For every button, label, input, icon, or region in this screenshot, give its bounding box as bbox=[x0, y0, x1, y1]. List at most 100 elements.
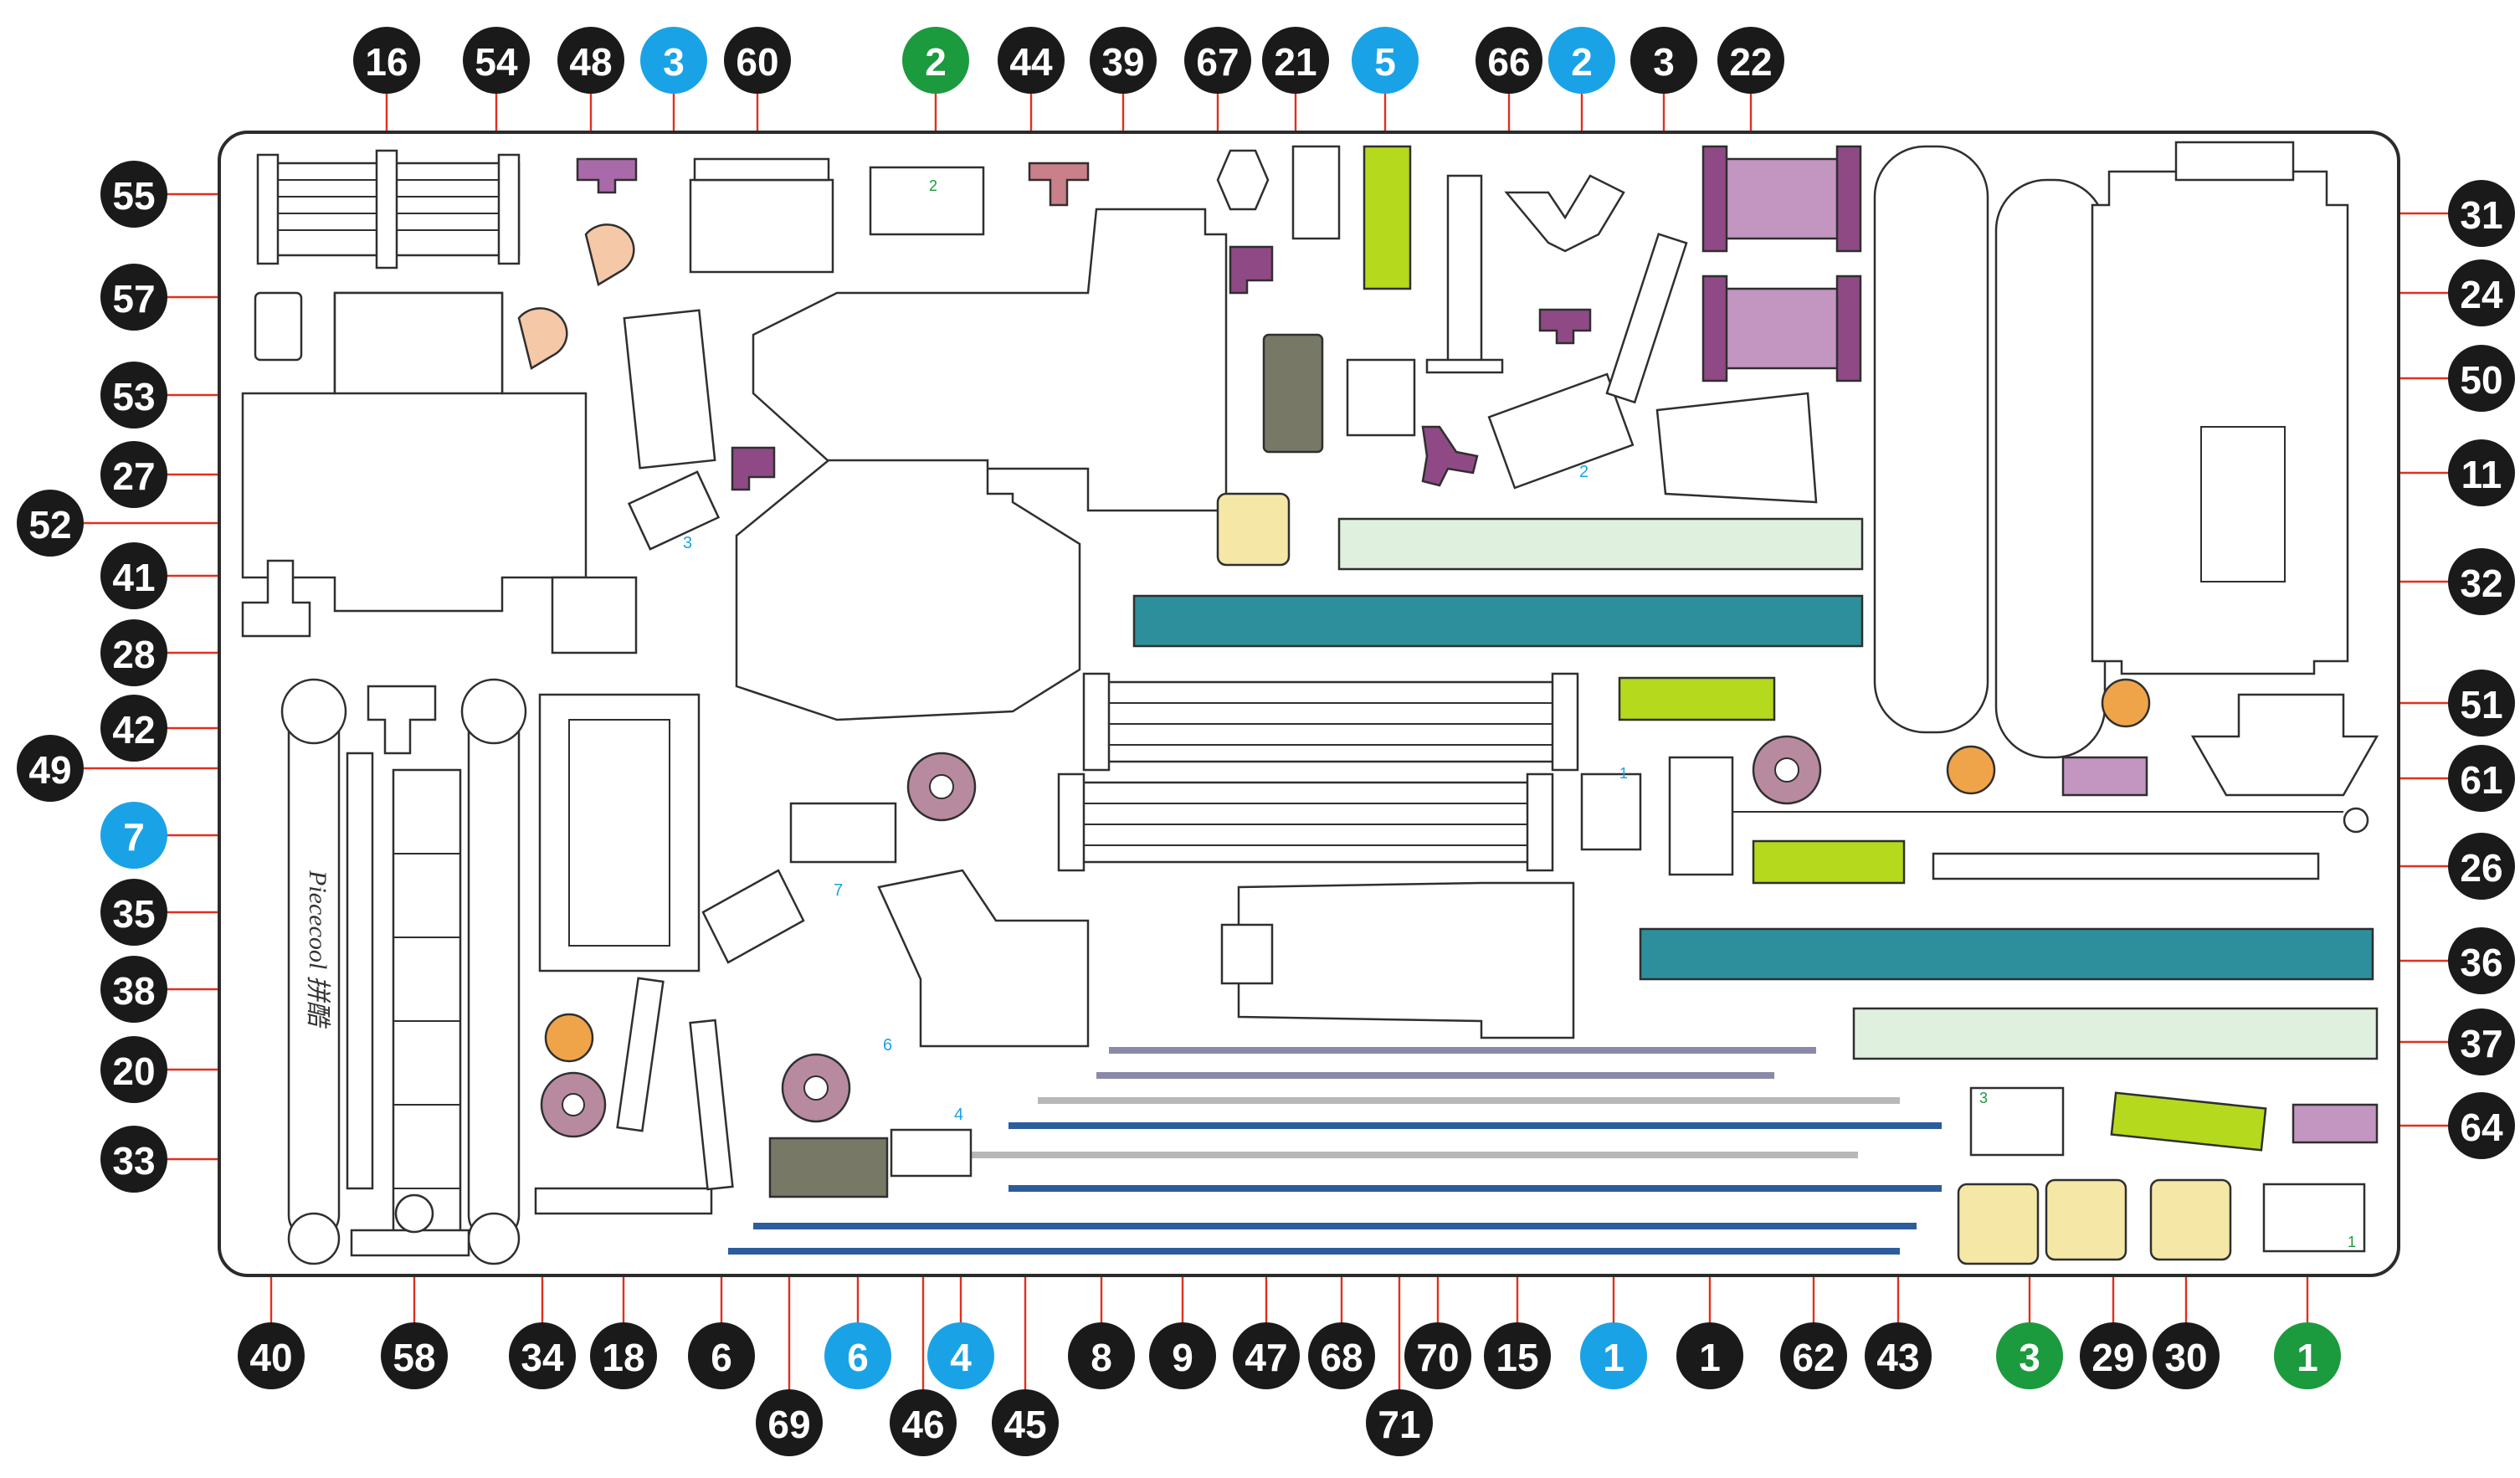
badge-circle bbox=[381, 1322, 448, 1389]
part-number-badge: 20 bbox=[100, 1036, 167, 1103]
part-number-badge: 57 bbox=[100, 264, 167, 331]
badge-number: 49 bbox=[28, 748, 71, 792]
part-52 bbox=[551, 576, 638, 654]
part-6-blade bbox=[689, 1019, 734, 1191]
badge-circle bbox=[1548, 27, 1615, 94]
part-cylinder-9 bbox=[1057, 772, 1554, 872]
part-number-badge: 47 bbox=[1233, 1322, 1300, 1389]
part-number-badge: 26 bbox=[2448, 833, 2515, 900]
part-number-badge: 71 bbox=[1366, 1389, 1433, 1456]
part-number-badge: 2 bbox=[902, 27, 969, 94]
badge-number: 71 bbox=[1378, 1403, 1420, 1446]
badge-circle bbox=[100, 362, 167, 429]
badge-number: 52 bbox=[28, 503, 71, 547]
badge-circle bbox=[756, 1389, 823, 1456]
badge-number: 47 bbox=[1245, 1336, 1287, 1379]
badge-circle bbox=[1184, 27, 1251, 94]
parts-layer: Piececool 拼酷 bbox=[241, 141, 2379, 1265]
gear-b bbox=[1752, 735, 1822, 805]
badge-number: 4 bbox=[950, 1336, 972, 1379]
badge-number: 35 bbox=[112, 892, 155, 936]
part-61 bbox=[2190, 693, 2379, 797]
sheet-mark-6-blue: 6 bbox=[883, 1036, 892, 1055]
part-54-balloon-b bbox=[517, 307, 568, 370]
part-cylinder-8 bbox=[1082, 672, 1579, 772]
badge-number: 44 bbox=[1009, 40, 1053, 84]
part-number-badge: 39 bbox=[1090, 27, 1157, 94]
badge-circle bbox=[463, 27, 530, 94]
part-number-badge: 36 bbox=[2448, 927, 2515, 994]
part-49-inner bbox=[568, 719, 670, 947]
part-50-inner bbox=[2200, 426, 2286, 582]
badge-circle bbox=[2448, 548, 2515, 615]
part-number-badge: 43 bbox=[1865, 1322, 1932, 1389]
badge-circle bbox=[17, 735, 84, 802]
badge-number: 3 bbox=[2019, 1336, 2040, 1379]
part-2-blue-block bbox=[1487, 372, 1635, 490]
badge-number: 24 bbox=[2460, 273, 2503, 316]
part-teal-rack-top bbox=[1132, 594, 1864, 648]
badge-circle bbox=[1580, 1322, 1647, 1389]
part-number-badge: 31 bbox=[2448, 180, 2515, 247]
part-57 bbox=[254, 291, 303, 362]
part-number-badge: 53 bbox=[100, 362, 167, 429]
badge-number: 36 bbox=[2460, 941, 2502, 984]
badge-circle bbox=[1996, 1322, 2063, 1389]
badge-number: 6 bbox=[711, 1336, 732, 1379]
part-29 bbox=[1957, 1183, 2040, 1265]
part-number-badge: 22 bbox=[1717, 27, 1784, 94]
part-number-badge: 3 bbox=[640, 27, 707, 94]
badge-circle bbox=[17, 490, 84, 557]
badge-circle bbox=[590, 1322, 657, 1389]
part-number-badge: 5 bbox=[1352, 27, 1419, 94]
part-54-balloon-a bbox=[584, 223, 635, 286]
badge-circle bbox=[1068, 1322, 1135, 1389]
badge-circle bbox=[2448, 345, 2515, 412]
part-42 bbox=[367, 685, 437, 755]
badge-circle bbox=[100, 695, 167, 762]
badge-circle bbox=[998, 27, 1065, 94]
badge-number: 40 bbox=[249, 1336, 292, 1379]
badge-circle bbox=[100, 956, 167, 1023]
part-38 bbox=[701, 869, 805, 964]
part-purple-x bbox=[1421, 425, 1479, 487]
badge-number: 67 bbox=[1196, 40, 1239, 84]
part-number-badge: 32 bbox=[2448, 548, 2515, 615]
part-number-badge: 33 bbox=[100, 1126, 167, 1193]
badge-number: 61 bbox=[2460, 758, 2502, 802]
badge-number: 1 bbox=[1699, 1336, 1721, 1379]
badge-circle bbox=[902, 27, 969, 94]
part-purple-66 bbox=[1538, 308, 1592, 345]
part-36 bbox=[1639, 927, 2374, 981]
part-number-badge: 44 bbox=[998, 27, 1065, 94]
badge-circle bbox=[724, 27, 791, 94]
part-7 bbox=[789, 802, 897, 864]
badge-circle bbox=[100, 1126, 167, 1193]
badge-circle bbox=[100, 619, 167, 686]
part-3-green bbox=[1969, 1086, 2065, 1157]
part-number-badge: 1 bbox=[2274, 1322, 2341, 1389]
part-24b-cage bbox=[1701, 275, 1862, 382]
part-5 bbox=[1363, 145, 1412, 290]
part-purple-clip-a bbox=[1229, 245, 1274, 295]
badge-number: 20 bbox=[112, 1049, 155, 1093]
part-1-black bbox=[1668, 756, 1734, 876]
badge-circle bbox=[100, 161, 167, 228]
part-47 bbox=[1220, 923, 1274, 985]
part-ladder-20 bbox=[392, 768, 462, 1240]
part-number-badge: 54 bbox=[463, 27, 530, 94]
part-21 bbox=[1291, 145, 1341, 240]
part-number-badge: 40 bbox=[238, 1322, 305, 1389]
part-number-badge: 8 bbox=[1068, 1322, 1135, 1389]
badge-circle bbox=[1233, 1322, 1300, 1389]
part-number-badge: 66 bbox=[1476, 27, 1542, 94]
part-27-top bbox=[333, 291, 504, 395]
badge-number: 8 bbox=[1091, 1336, 1112, 1379]
badge-circle bbox=[992, 1389, 1059, 1456]
part-number-badge: 16 bbox=[353, 27, 420, 94]
part-32 bbox=[1994, 178, 2107, 759]
badge-circle bbox=[1476, 27, 1542, 94]
part-3-slant bbox=[1605, 233, 1688, 404]
part-number-badge: 37 bbox=[2448, 1008, 2515, 1075]
